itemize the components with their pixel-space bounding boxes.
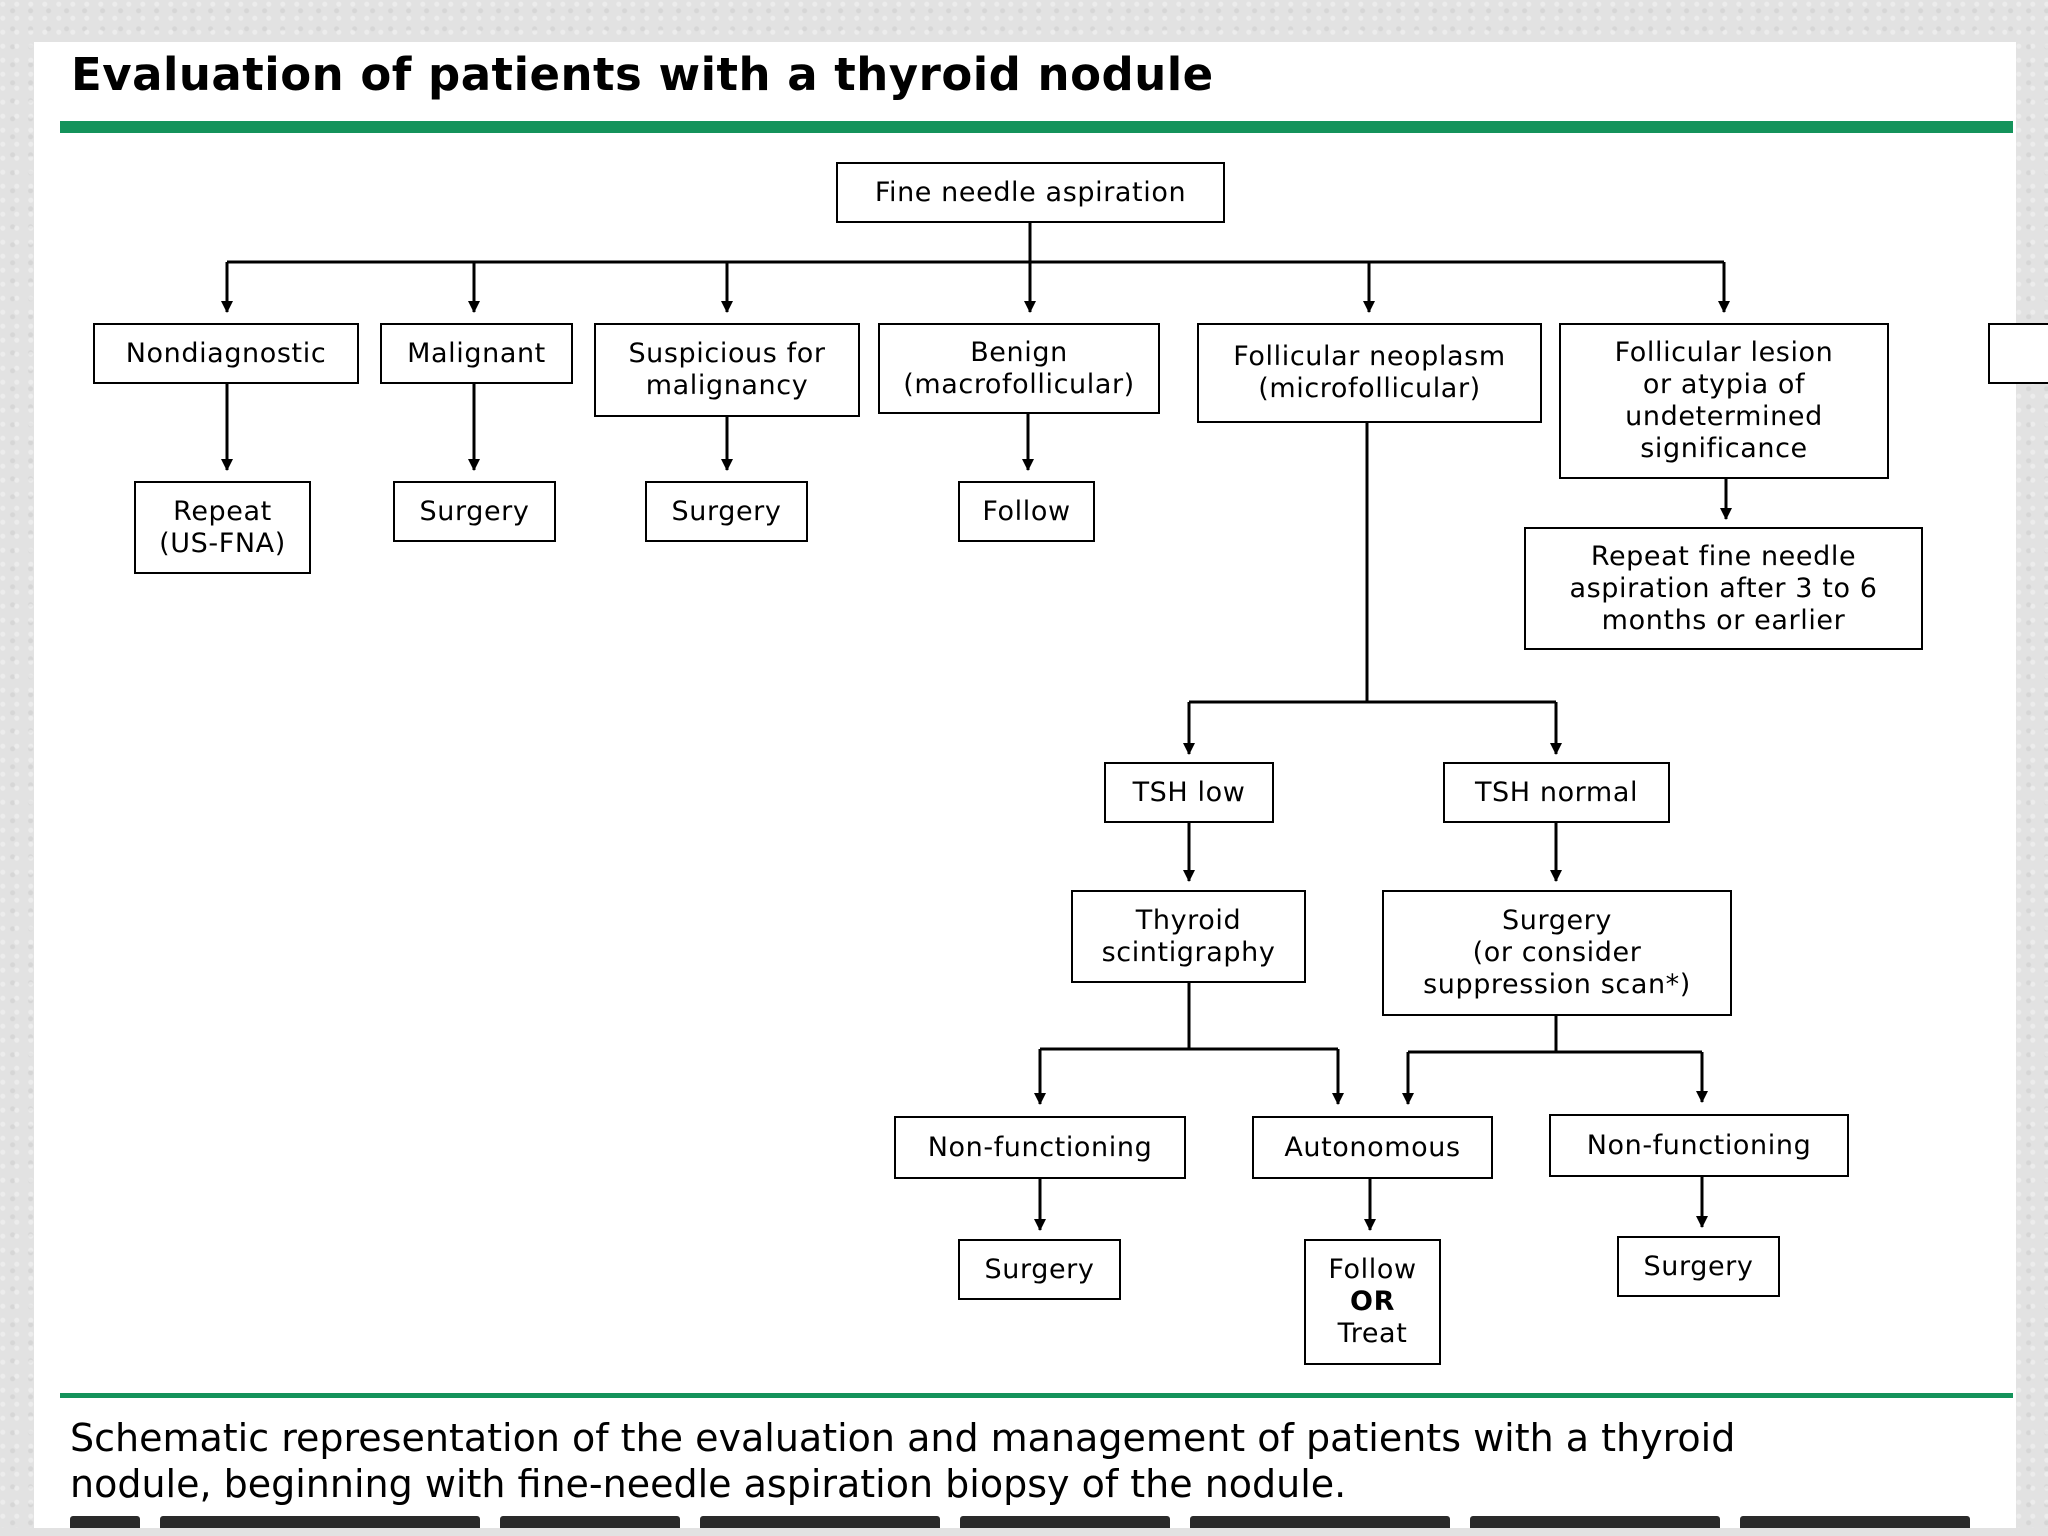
node-surgery-nf-right: Surgery bbox=[1617, 1236, 1780, 1297]
or-label: OR bbox=[1350, 1286, 1395, 1317]
follow-label: Follow bbox=[1328, 1254, 1417, 1285]
node-surgery-suspicious: Surgery bbox=[645, 481, 808, 542]
figure-caption: Schematic representation of the evaluati… bbox=[70, 1415, 2010, 1507]
page-title: Evaluation of patients with a thyroid no… bbox=[71, 48, 1214, 101]
node-follow-benign: Follow bbox=[958, 481, 1095, 542]
node-partial-offscreen bbox=[1988, 323, 2048, 384]
node-tsh-low: TSH low bbox=[1104, 762, 1274, 823]
caption-line-2: nodule, beginning with fine-needle aspir… bbox=[70, 1462, 1347, 1506]
node-benign: Benign (macrofollicular) bbox=[878, 323, 1160, 414]
node-tsh-normal: TSH normal bbox=[1443, 762, 1670, 823]
node-surgery-nf-left: Surgery bbox=[958, 1239, 1121, 1300]
node-non-functioning-right: Non-functioning bbox=[1549, 1114, 1849, 1177]
bottom-crop-overlay bbox=[0, 1528, 2048, 1536]
node-autonomous: Autonomous bbox=[1252, 1116, 1493, 1179]
node-fine-needle-aspiration: Fine needle aspiration bbox=[836, 162, 1225, 223]
title-divider bbox=[60, 121, 2013, 133]
node-surgery-or-suppression-scan: Surgery (or consider suppression scan*) bbox=[1382, 890, 1732, 1016]
node-repeat-fna-later: Repeat fine needle aspiration after 3 to… bbox=[1524, 527, 1923, 650]
node-follicular-lesion: Follicular lesion or atypia of undetermi… bbox=[1559, 323, 1889, 479]
node-non-functioning-left: Non-functioning bbox=[894, 1116, 1186, 1179]
node-thyroid-scintigraphy: Thyroid scintigraphy bbox=[1071, 890, 1306, 983]
node-malignant: Malignant bbox=[380, 323, 573, 384]
node-suspicious-for-malignancy: Suspicious for malignancy bbox=[594, 323, 860, 417]
caption-line-1: Schematic representation of the evaluati… bbox=[70, 1416, 1736, 1460]
node-nondiagnostic: Nondiagnostic bbox=[93, 323, 359, 384]
treat-label: Treat bbox=[1337, 1318, 1408, 1349]
node-repeat-us-fna: Repeat (US-FNA) bbox=[134, 481, 311, 574]
node-surgery-malignant: Surgery bbox=[393, 481, 556, 542]
caption-divider bbox=[60, 1393, 2013, 1398]
node-follow-or-treat: Follow OR Treat bbox=[1304, 1239, 1441, 1365]
node-follicular-neoplasm: Follicular neoplasm (microfollicular) bbox=[1197, 323, 1542, 423]
